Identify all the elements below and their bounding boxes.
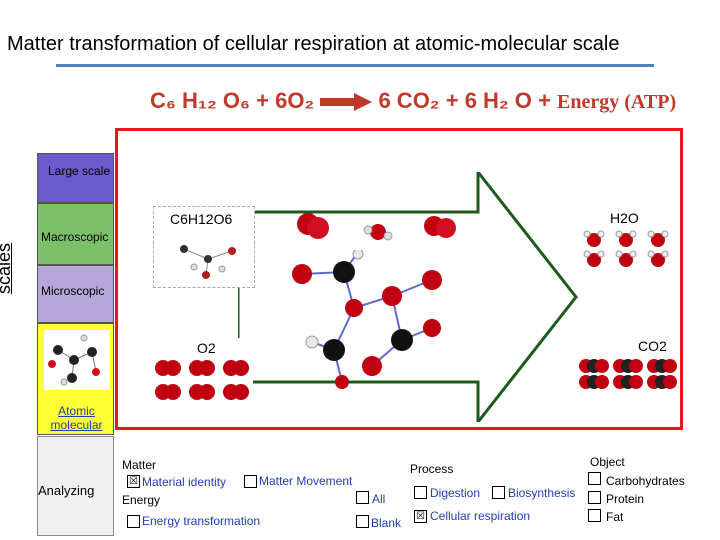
carbohydrates-checkbox[interactable]: [588, 472, 601, 485]
atomic-scale-frame: [115, 128, 683, 430]
protein-checkbox[interactable]: [588, 491, 601, 504]
object-heading: Object: [590, 455, 625, 469]
equation-oxygen: 6O₂: [275, 88, 315, 113]
atomic-molecule-thumbnail: [44, 330, 110, 390]
reaction-arrow-icon: [320, 93, 373, 112]
all-checkbox[interactable]: [356, 491, 369, 504]
title-underline: [56, 64, 654, 67]
glucose-panel: C6H12O6: [153, 206, 255, 288]
co2-panel: CO2: [578, 334, 678, 394]
process-heading: Process: [410, 462, 454, 476]
equation-energy: Energy (ATP): [557, 91, 677, 113]
biosynthesis-label: Biosynthesis: [508, 486, 576, 500]
oxygen-label: O2: [197, 340, 216, 356]
equation-water: 6 H₂ O: [464, 88, 532, 113]
matter-movement-checkbox[interactable]: [244, 475, 257, 488]
cellular-respiration-checkbox[interactable]: ☒: [414, 510, 427, 523]
glucose-label: C6H12O6: [170, 211, 233, 227]
cellular-respiration-label: Cellular respiration: [430, 509, 531, 523]
scale-large[interactable]: Large scale: [37, 153, 114, 203]
scale-atomic-molecular[interactable]: Atomic molecular: [37, 323, 114, 435]
oxygen-panel: O2: [153, 338, 253, 400]
analyzing-box: Analyzing: [37, 436, 114, 536]
blank-label: Blank: [371, 516, 402, 530]
scales-axis-label: scales: [0, 242, 14, 294]
checked-mark-icon: ☒: [416, 511, 425, 522]
analyzing-label: Analyzing: [38, 483, 95, 498]
energy-heading: Energy: [122, 493, 161, 507]
all-label: All: [372, 492, 386, 506]
glucose-3d-molecule: [292, 250, 442, 389]
carbohydrates-label: Carbohydrates: [606, 474, 685, 488]
scale-macroscopic-label: Macroscopic: [41, 230, 109, 244]
oxygen-molecules: [155, 360, 249, 400]
digestion-checkbox[interactable]: [414, 486, 427, 499]
blank-checkbox[interactable]: [356, 515, 369, 528]
energy-transformation-label: Energy transformation: [142, 514, 261, 528]
equation-plus: +: [538, 88, 551, 113]
scale-atomic-label: Atomic molecular: [50, 404, 103, 432]
equation-co2: 6 CO₂: [378, 88, 440, 113]
matter-heading: Matter: [122, 458, 157, 472]
co2-molecules: [579, 359, 677, 389]
co2-label: CO2: [638, 338, 667, 354]
checked-mark-icon: ☒: [129, 476, 138, 487]
biosynthesis-checkbox[interactable]: [492, 486, 505, 499]
material-identity-label: Material identity: [142, 475, 227, 489]
equation-plus: +: [256, 88, 269, 113]
digestion-label: Digestion: [430, 486, 481, 500]
reaction-equation: C₆ H₁₂ O₆ + 6O₂ 6 CO₂ + 6 H₂ O + Energy …: [150, 88, 676, 114]
equation-plus: +: [445, 88, 459, 113]
scale-microscopic-label: Microscopic: [41, 284, 105, 298]
matter-movement-label: Matter Movement: [259, 474, 353, 488]
protein-label: Protein: [606, 492, 645, 506]
fat-label: Fat: [606, 510, 624, 524]
scale-microscopic[interactable]: Microscopic: [37, 265, 114, 323]
material-identity-checkbox[interactable]: ☒: [127, 475, 140, 488]
energy-transformation-checkbox[interactable]: [127, 515, 140, 528]
water-molecules: [583, 230, 669, 267]
glucose-small-molecule: [180, 245, 236, 279]
page-title: Matter transformation of cellular respir…: [7, 33, 620, 55]
scale-large-label: Large scale: [48, 164, 111, 178]
scale-macroscopic[interactable]: Macroscopic: [37, 203, 114, 265]
equation-glucose: C₆ H₁₂ O₆: [150, 88, 250, 113]
water-label: H2O: [610, 210, 639, 226]
floating-molecules: [297, 213, 456, 241]
water-panel: H2O: [580, 206, 676, 272]
fat-checkbox[interactable]: [588, 509, 601, 522]
